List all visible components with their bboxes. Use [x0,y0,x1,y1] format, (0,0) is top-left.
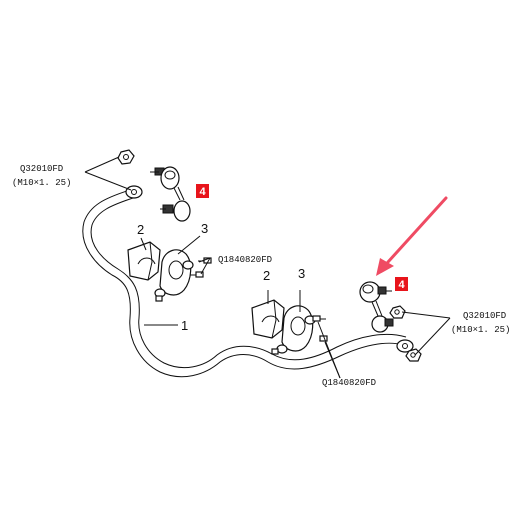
clamp-left [154,249,194,298]
stabilizer-bar [82,189,407,378]
bushing-left [127,241,161,281]
bar-left-eye [125,185,143,199]
stabilizer-link-right [359,281,394,333]
stabilizer-link-left [150,166,191,222]
nut-code-left: Q32010FD [20,164,63,174]
nut-spec-left: (M10×1. 25) [12,178,71,188]
label-part-3-right: 3 [298,266,305,281]
label-part-3-left: 3 [201,221,208,236]
label-part-2-right: 2 [263,268,270,283]
leader-lines [84,156,451,379]
bolts-right [271,315,328,355]
bolt-code-lower: Q1840820FD [322,378,376,388]
highlight-arrow [376,196,448,276]
nut-code-right: Q32010FD [463,311,506,321]
nut-left [117,149,135,165]
bar-right-eye [396,339,414,353]
nut-spec-right: (M10×1. 25) [451,325,510,335]
badge-part-4-left: 4 [196,184,209,198]
badge-label: 4 [199,186,206,198]
nut-right-upper [389,305,406,319]
bushing-right [251,299,285,339]
badge-label: 4 [398,279,405,291]
label-part-2-left: 2 [137,222,144,237]
label-part-1: 1 [181,318,188,333]
bolt-code-upper: Q1840820FD [218,255,272,265]
badge-part-4-right: 4 [395,277,408,291]
clamp-right [276,305,316,354]
